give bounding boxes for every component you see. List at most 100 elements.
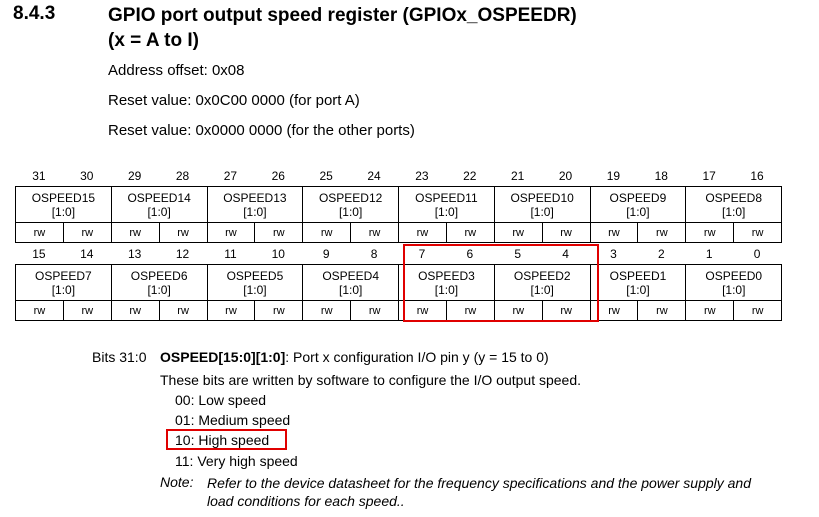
- access-type: rw: [15, 300, 64, 321]
- bit-number: 8: [370, 247, 378, 261]
- access-type: rw: [158, 222, 208, 243]
- access-type: rw: [541, 222, 591, 243]
- register-field: OSPEED12[1:0]: [302, 186, 399, 223]
- access-type: rw: [445, 222, 495, 243]
- bit-number: 28: [175, 169, 190, 183]
- field-label: OSPEED13: [223, 190, 287, 205]
- register-field: OSPEED1[1:0]: [589, 264, 687, 301]
- bit-number: 29: [128, 169, 142, 183]
- highlight-box-ospeed3-2: [403, 244, 599, 322]
- bit-number: 13: [128, 247, 142, 261]
- bit-number: 10: [271, 247, 285, 261]
- speed-option-low: 00: Low speed: [175, 392, 267, 408]
- register-field: OSPEED14[1:0]: [110, 186, 208, 223]
- bit-number: 4: [562, 247, 569, 261]
- bit-number: 17: [702, 169, 716, 183]
- access-type: rw: [62, 222, 112, 243]
- access-type: rw: [493, 222, 543, 243]
- field-label: OSPEED15: [31, 190, 96, 205]
- bit-number: 14: [80, 247, 94, 261]
- note-label: Note:: [160, 474, 194, 490]
- field-name: OSPEED[15:0][1:0]: [160, 349, 286, 365]
- access-type: rw: [302, 300, 352, 321]
- bit-number: 22: [463, 169, 477, 183]
- access-type: rw: [733, 300, 783, 321]
- field-bit-range: [1:0]: [51, 282, 76, 297]
- field-bit-range: [1:0]: [147, 204, 171, 219]
- bits-description-line: These bits are written by software to co…: [160, 372, 582, 388]
- field-label: OSPEED4: [322, 268, 380, 283]
- section-number: 8.4.3: [13, 3, 56, 24]
- register-field: OSPEED6[1:0]: [110, 264, 208, 301]
- bit-number: 18: [654, 169, 668, 183]
- field-description: : Port x configuration I/O pin y (y = 15…: [285, 349, 549, 365]
- access-type: rw: [733, 222, 783, 243]
- field-label: OSPEED0: [705, 268, 763, 283]
- highlight-box-high-speed: [166, 429, 287, 450]
- field-bit-range: [1:0]: [626, 282, 650, 297]
- bit-number: 11: [224, 247, 237, 261]
- field-label: OSPEED2: [513, 268, 571, 283]
- bit-number: 21: [511, 169, 525, 183]
- bit-number: 26: [271, 169, 285, 183]
- field-bit-range: [1:0]: [530, 282, 554, 297]
- bit-number: 20: [558, 169, 573, 183]
- access-type: rw: [206, 300, 256, 321]
- field-bit-range: [1:0]: [722, 282, 746, 297]
- access-type: rw: [62, 300, 112, 321]
- access-type: rw: [350, 300, 400, 321]
- address-offset: Address offset: 0x08: [108, 62, 245, 79]
- field-label: OSPEED10: [510, 190, 574, 205]
- access-type: rw: [685, 300, 735, 321]
- bit-number: 7: [418, 247, 426, 261]
- field-bit-range: [1:0]: [434, 204, 459, 219]
- access-type: rw: [254, 222, 304, 243]
- access-type: rw: [110, 300, 160, 321]
- bit-number: 0: [753, 247, 761, 261]
- access-type: rw: [302, 222, 352, 243]
- field-label: OSPEED14: [127, 190, 191, 205]
- bit-number: 27: [223, 169, 238, 183]
- bit-number: 12: [175, 247, 190, 261]
- speed-option-very-high: 11: Very high speed: [175, 453, 298, 469]
- access-type: rw: [206, 222, 256, 243]
- field-bit-range: [1:0]: [338, 204, 363, 219]
- field-label: OSPEED9: [609, 190, 667, 205]
- bits-label: Bits 31:0: [92, 349, 147, 365]
- bit-number: 24: [367, 169, 381, 183]
- field-bit-range: [1:0]: [626, 204, 650, 219]
- section-title: GPIO port output speed register (GPIOx_O…: [108, 3, 577, 53]
- bit-number: 16: [750, 169, 764, 183]
- section-title-line2: (x = A to I): [108, 30, 199, 51]
- bit-number: 6: [466, 247, 474, 261]
- field-label: OSPEED5: [226, 268, 284, 283]
- field-bit-range: [1:0]: [147, 282, 171, 297]
- access-type: rw: [685, 222, 735, 243]
- register-field: OSPEED15[1:0]: [15, 186, 112, 223]
- field-label: OSPEED7: [35, 268, 92, 283]
- field-bit-range: [1:0]: [51, 204, 76, 219]
- bit-number: 5: [514, 247, 522, 261]
- field-label: OSPEED8: [705, 190, 763, 205]
- register-field: OSPEED0[1:0]: [685, 264, 783, 301]
- field-bit-range: [1:0]: [530, 204, 554, 219]
- access-type: rw: [158, 300, 208, 321]
- register-field: OSPEED13[1:0]: [206, 186, 304, 223]
- field-label: OSPEED12: [318, 190, 383, 205]
- register-field: OSPEED7[1:0]: [15, 264, 112, 301]
- field-bit-range: [1:0]: [721, 204, 746, 219]
- access-type: rw: [637, 222, 687, 243]
- bit-number: 15: [32, 247, 46, 261]
- bit-number: 1: [705, 247, 713, 261]
- bit-number: 31: [32, 169, 46, 183]
- register-table-high: OSPEED15[1:0]OSPEED14[1:0]OSPEED13[1:0]O…: [15, 186, 783, 243]
- field-bit-range: [1:0]: [243, 282, 267, 297]
- speed-option-high: 10: High speed: [175, 432, 270, 448]
- bits-description-head: OSPEED[15:0][1:0]: Port x configuration …: [160, 349, 549, 365]
- reset-value-port-a: Reset value: 0x0C00 0000 (for port A): [108, 92, 360, 109]
- field-label: OSPEED3: [418, 268, 475, 283]
- note-text: Refer to the device datasheet for the fr…: [207, 475, 752, 509]
- field-bit-range: [1:0]: [434, 282, 459, 297]
- bit-number: 3: [610, 247, 617, 261]
- field-bit-range: [1:0]: [243, 204, 267, 219]
